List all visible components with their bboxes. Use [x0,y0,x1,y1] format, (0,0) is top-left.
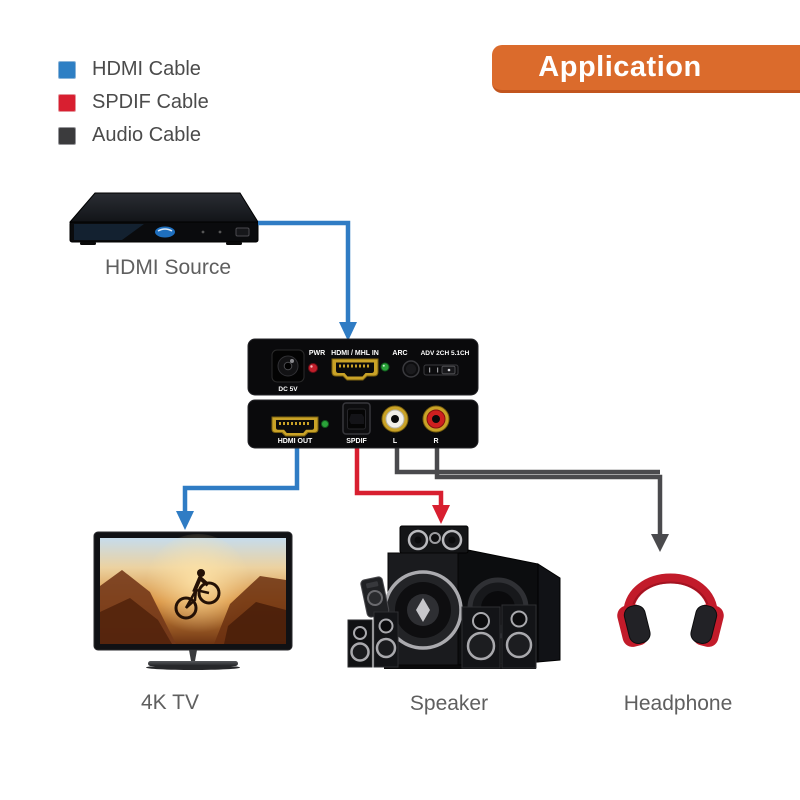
rca-right-jack [422,405,450,433]
dc-5v-label: DC 5V [278,386,298,393]
hdmi-audio-converter: DC 5V PWR HDMI / MHL IN ARC ADV 2CH 5.1C [247,338,479,449]
audio-mode-switch [423,364,459,376]
legend-label-hdmi: HDMI Cable [92,58,201,80]
spdif-label: SPDIF [346,438,367,445]
pwr-label: PWR [309,350,325,357]
arc-led [380,362,390,372]
usb-port [235,227,250,237]
headphone-illustration [617,573,724,647]
audio-mode-switch-label: ADV 2CH 5.1CH [421,350,470,357]
cyclist-silhouette [174,569,221,620]
speaker-label: Speaker [409,692,489,715]
speaker-remote [360,576,390,618]
headphone-right-cup [690,604,724,647]
hdmi-cable-swatch [58,60,76,79]
converter-front-panel: HDMI OUT SPDIF L R [247,399,479,449]
spdif-port [342,402,371,435]
application-banner: Application [492,45,800,93]
legend-item-spdif: SPDIF Cable [58,91,209,113]
legend: HDMI Cable SPDIF Cable Audio Cable [58,58,209,146]
converter-rear-panel: DC 5V PWR HDMI / MHL IN ARC ADV 2CH 5.1C [247,338,479,396]
tv-illustration [93,531,293,670]
hdmi-cable-to-tv [176,448,300,530]
rca-right-label: R [433,438,438,445]
power-led [308,363,318,373]
audio-cable-swatch [58,126,76,145]
legend-item-hdmi: HDMI Cable [58,58,209,80]
hdmi-out-port [271,416,319,437]
legend-label-audio: Audio Cable [92,124,201,146]
spdif-cable-swatch [58,93,76,112]
rca-left-label: L [393,438,398,445]
hdmi-in-label: HDMI / MHL IN [331,350,379,357]
arc-label: ARC [392,350,407,357]
hdmi-in-port [331,358,379,381]
blu-ray-player-illustration [68,192,259,245]
speaker-illustration [347,525,561,669]
hdmi-out-label: HDMI OUT [278,438,313,445]
application-banner-label: Application [538,51,702,83]
blu-ray-logo [155,226,175,238]
legend-label-spdif: SPDIF Cable [92,91,209,113]
tv-label: 4K TV [141,691,199,714]
hdmi-cable-source-to-converter [258,220,357,341]
spdif-cable-to-speaker [354,448,450,524]
front-led [321,420,329,428]
legend-item-audio: Audio Cable [58,124,209,146]
headphone-left-cup [617,604,651,647]
headphone-label: Headphone [623,692,733,715]
rca-left-jack [381,405,409,433]
disc-tray-gloss [74,224,144,240]
hdmi-source-label: HDMI Source [104,256,232,279]
